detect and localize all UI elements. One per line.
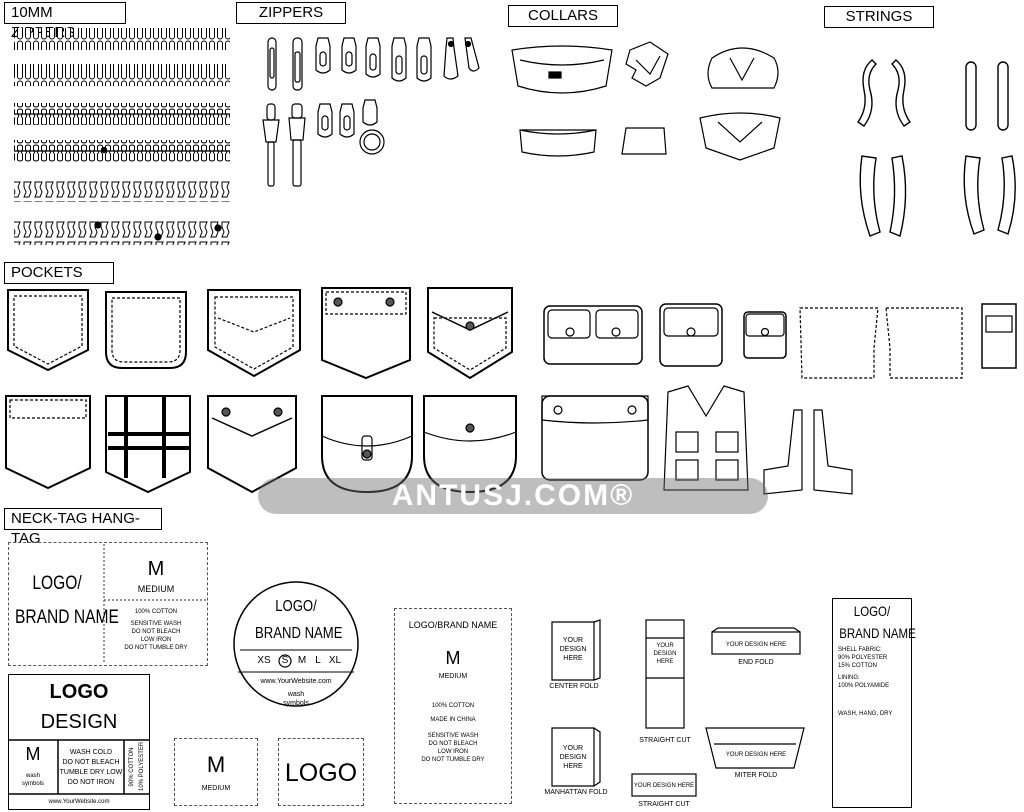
center-fold-design-2: DESIGN [559, 646, 587, 653]
straight-cut-design-1: YOUR [656, 643, 674, 649]
manhattan-fold-design-2: DESIGN [559, 754, 587, 761]
circle-tag-logo: LOGO/ [275, 598, 317, 615]
right-tag-lining-2: 100% POLYAMIDE [838, 683, 890, 689]
neck-tag-1-care-5: DO NOT TUMBLE DRY [124, 645, 188, 651]
hang-tag-2-care-2: DO NOT BLEACH [62, 759, 120, 766]
right-tag-lining-1: LINING: [838, 675, 860, 681]
neck-tag-1-care-4: LOW IRON [140, 637, 172, 643]
section-label-pockets: POCKETS [4, 262, 114, 284]
hang-tag-2-care-4: DO NOT IRON [67, 779, 115, 786]
section-label-collars: COLLARS [508, 5, 618, 27]
straight-cut-2-design: YOUR DESIGN HERE [633, 783, 695, 789]
straight-cut-2-label: STRAIGHT CUT [638, 801, 690, 808]
long-tag [394, 608, 512, 804]
neck-tag-1-size-word: MEDIUM [137, 584, 175, 594]
hang-tag-2-size: M [25, 744, 41, 764]
circle-tag-outline [233, 581, 359, 707]
zipper-pulls [267, 37, 480, 91]
manhattan-fold-design-1: YOUR [562, 745, 584, 752]
section-label-tags: NECK-TAG HANG-TAG [4, 508, 162, 547]
circle-tag-website: www.YourWebsite.com [260, 678, 332, 685]
right-tag-wash: WASH, HANG, DRY [838, 711, 893, 717]
neck-tag-1-care-1: 100% COTTON [134, 609, 178, 615]
end-fold-design: YOUR DESIGN HERE [725, 642, 787, 648]
hang-tag-2-care-1: WASH COLD [69, 749, 113, 756]
neck-tag-1 [8, 542, 208, 666]
circle-tag-size-xl: XL [328, 655, 342, 666]
neck-tag-1-lines [103, 544, 208, 664]
hang-tag-2-wash: wash [25, 773, 40, 779]
right-tag-line-1: SHELL FABRIC: [838, 647, 882, 653]
long-tag-care-4: DO NOT TUMBLE DRY [421, 757, 485, 763]
neck-tag-1-care-2: SENSITIVE WASH [130, 621, 182, 627]
hang-tag-2-care-3: TUMBLE DRY LOW [59, 769, 123, 776]
pockets-row-2 [5, 385, 853, 495]
collars [511, 41, 781, 161]
neck-tag-2-lines [8, 739, 150, 795]
long-tag-line-cotton: 100% COTTON [431, 703, 475, 709]
circle-tag-symbols: symbols [283, 700, 309, 707]
center-fold-design-1: YOUR [562, 637, 584, 644]
right-tag [832, 598, 912, 808]
circle-tag-size-m: M [297, 655, 307, 666]
hang-tag-2-symbols: symbols [21, 781, 44, 787]
small-tag-logo [278, 738, 364, 806]
circle-tag-size-s: S [281, 655, 289, 666]
manhattan-fold-design-3: HERE [563, 763, 583, 770]
long-tag-size-word: MEDIUM [438, 673, 468, 680]
straight-cut-label: STRAIGHT CUT [639, 737, 691, 744]
long-tag-care-2: DO NOT BLEACH [428, 741, 478, 747]
circle-tag-brand: BRAND NAME [255, 625, 343, 642]
circle-tag-size-xs: XS [257, 655, 271, 666]
hang-tag-2-website: www.YourWebsite.com [48, 799, 110, 805]
miter-fold-design: YOUR DESIGN HERE [725, 752, 787, 758]
long-tag-line-made: MADE IN CHINA [430, 717, 476, 723]
pockets-row-1 [7, 287, 1017, 380]
hang-tag-2-composition-1: 90% COTTON [129, 747, 135, 787]
long-tag-title: LOGO/BRAND NAME [408, 620, 498, 630]
right-tag-line-3: 15% COTTON [838, 663, 877, 669]
small-tag-medium [174, 738, 258, 806]
right-tag-line-2: 90% POLYESTER [838, 655, 888, 661]
neck-tag-1-size: M [147, 558, 165, 580]
manhattan-fold-label: MANHATTAN FOLD [544, 789, 608, 796]
long-tag-size: M [445, 648, 461, 668]
section-label-zippers: ZIPPERS [236, 2, 346, 24]
zipper-strips [14, 28, 230, 245]
center-fold-label: CENTER FOLD [549, 683, 599, 690]
section-label-strings: STRINGS [824, 6, 934, 28]
straight-cut-design-3: HERE [656, 659, 674, 665]
right-tag-brand: BRAND NAME [839, 625, 916, 641]
small-tag-m: M [206, 752, 226, 777]
strings [857, 59, 1016, 237]
long-tag-care-3: LOW IRON [437, 749, 469, 755]
fold-tag-shapes [551, 619, 805, 797]
hang-tag-2-composition-2: 10% POLYESTER [139, 741, 145, 791]
circle-tag-size-l: L [315, 655, 321, 666]
end-fold-label: END FOLD [738, 659, 774, 666]
hang-tag-2 [8, 674, 150, 810]
small-tag-medium-label: MEDIUM [201, 785, 231, 792]
small-tag-logo-text: LOGO [284, 759, 358, 787]
hang-tag-2-design: DESIGN [40, 711, 118, 733]
watermark: ANTUSJ.COM® [258, 478, 768, 514]
zipper-pulls-row-2 [262, 99, 385, 187]
neck-tag-1-care-3: DO NOT BLEACH [131, 629, 181, 635]
neck-tag-1-logo: LOGO/ [32, 573, 82, 594]
right-tag-logo: LOGO/ [853, 603, 891, 619]
long-tag-care-1: SENSITIVE WASH [427, 733, 479, 739]
neck-tag-1-brand: BRAND NAME [15, 607, 119, 628]
hang-tag-2-logo: LOGO [49, 681, 109, 703]
center-fold-design-3: HERE [563, 655, 583, 662]
miter-fold-label: MITER FOLD [734, 772, 778, 779]
circle-tag-wash: wash [287, 691, 305, 698]
straight-cut-design-2: DESIGN [653, 651, 677, 657]
